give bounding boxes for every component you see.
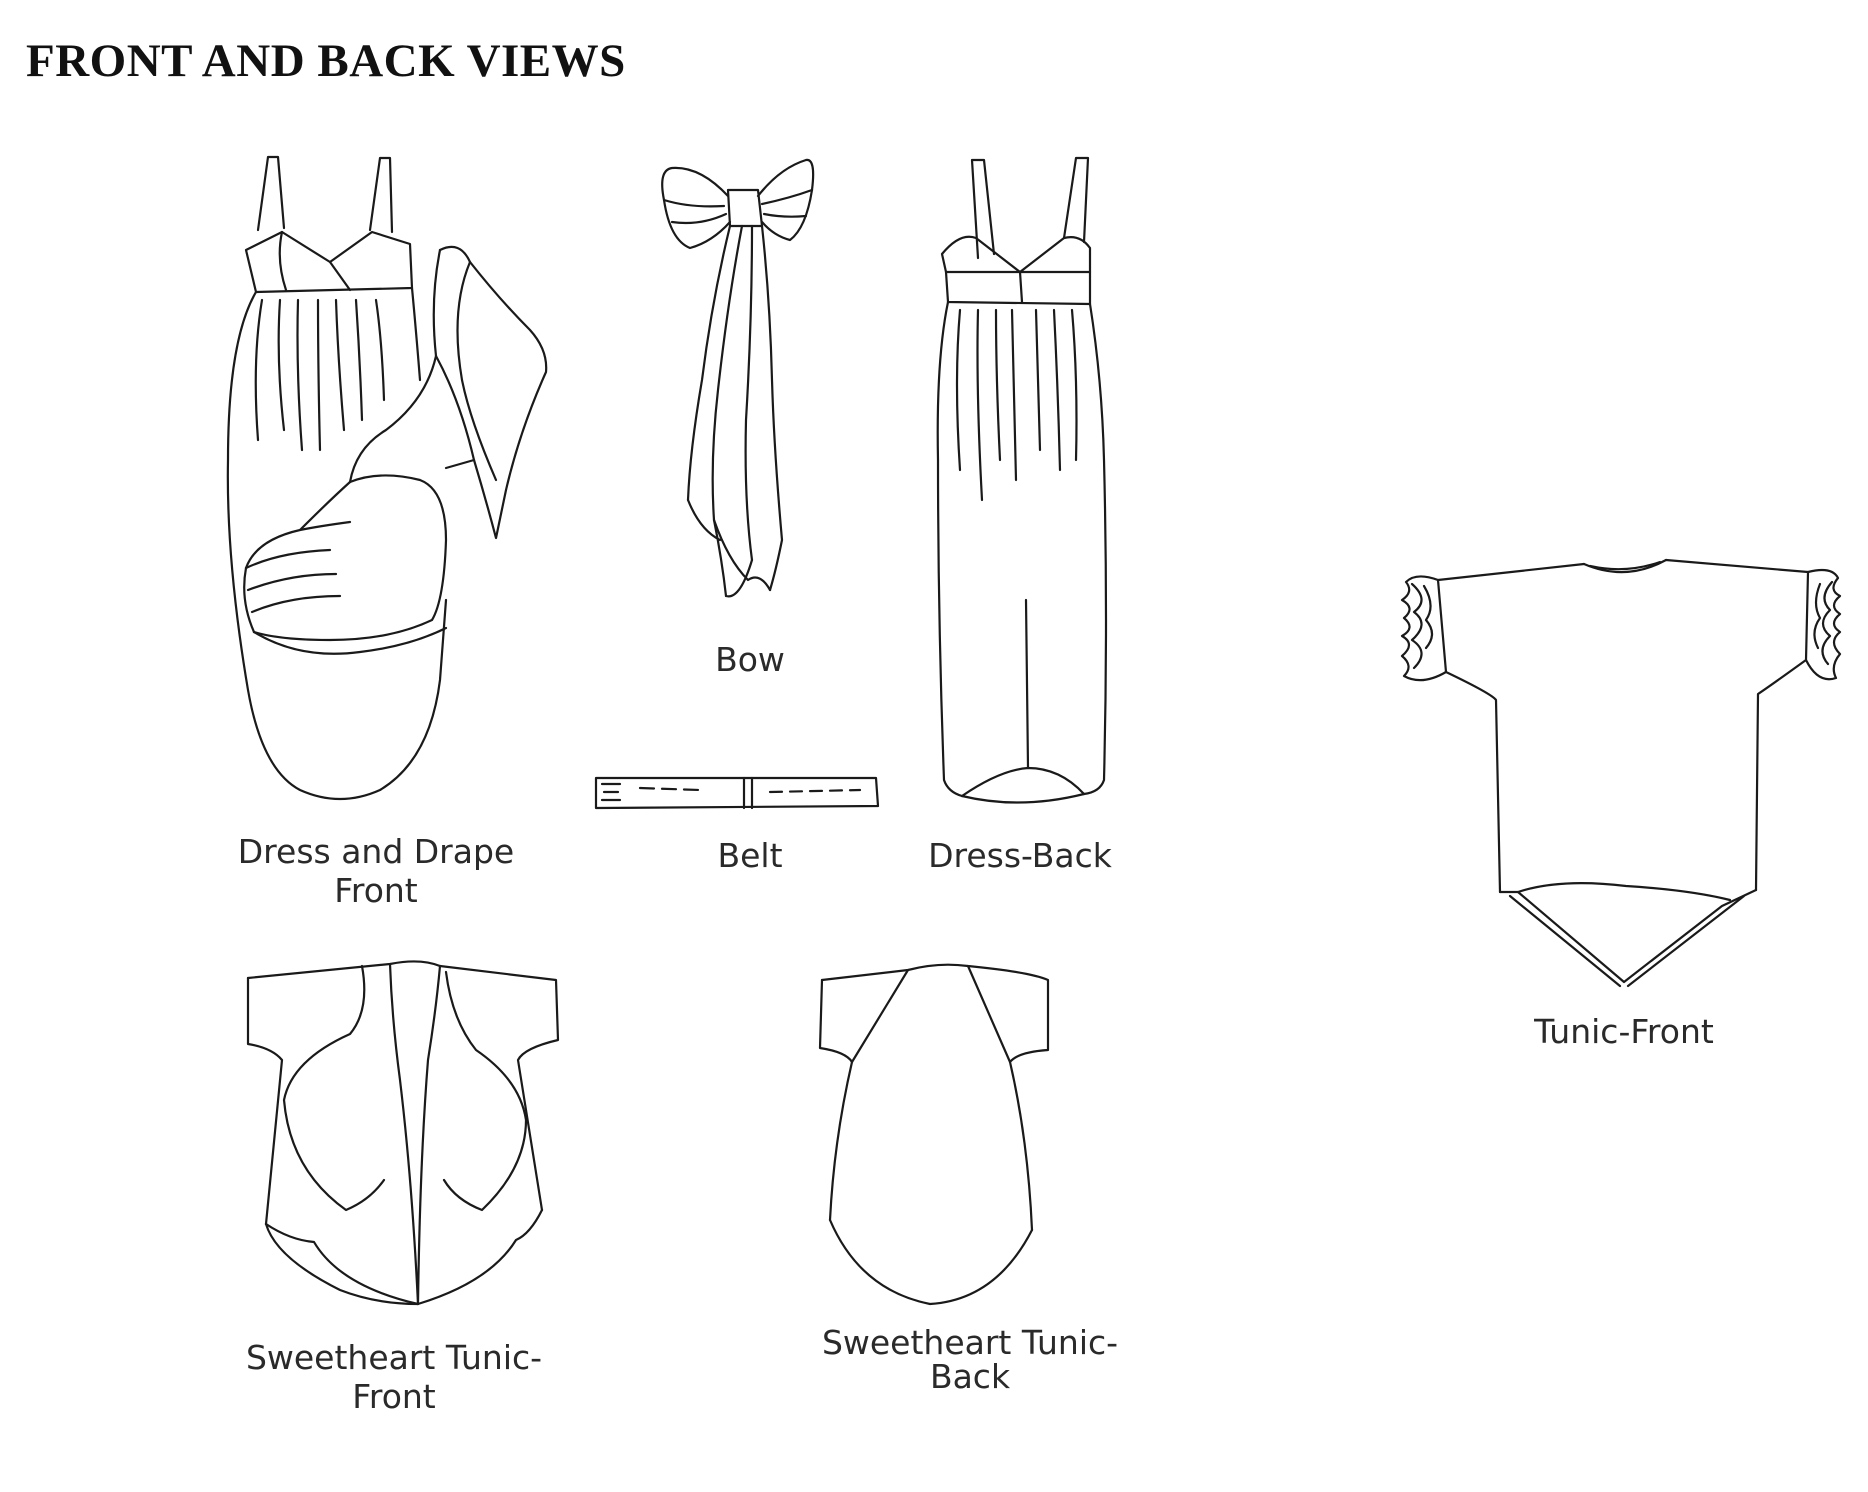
sweetheart-tunic-back-drawing: [820, 965, 1048, 1304]
caption-dress-back: Dress-Back: [910, 836, 1130, 875]
caption-line: Front: [334, 871, 418, 910]
caption-line: Dress-Back: [928, 836, 1112, 875]
caption-line: Dress and Drape: [237, 832, 515, 871]
caption-line: Sweetheart Tunic-: [821, 1323, 1119, 1362]
caption-sweetheart-tunic-front: Sweetheart Tunic- Front: [244, 1338, 544, 1416]
caption-dress-and-drape-front: Dress and Drape Front: [236, 832, 516, 910]
sweetheart-tunic-front-drawing: [248, 961, 558, 1304]
dress-back-drawing: [938, 158, 1106, 803]
caption-line: Back: [929, 1357, 1011, 1396]
caption-belt: Belt: [680, 836, 820, 875]
caption-tunic-front: Tunic-Front: [1506, 1012, 1742, 1051]
page-title: FRONT AND BACK VIEWS: [26, 35, 626, 87]
caption-line: Belt: [717, 836, 783, 875]
caption-line: Sweetheart Tunic-: [245, 1338, 543, 1377]
caption-line: Front: [352, 1377, 436, 1416]
bow-drawing: [662, 160, 813, 596]
caption-sweetheart-tunic-back: Sweetheart Tunic- Back: [820, 1326, 1120, 1394]
caption-line: Tunic-Front: [1534, 1012, 1714, 1051]
belt-drawing: [596, 778, 878, 808]
caption-bow: Bow: [680, 640, 820, 679]
caption-line: Bow: [715, 640, 785, 679]
dress-and-drape-front-drawing: [228, 157, 546, 799]
tunic-front-drawing: [1402, 560, 1840, 986]
